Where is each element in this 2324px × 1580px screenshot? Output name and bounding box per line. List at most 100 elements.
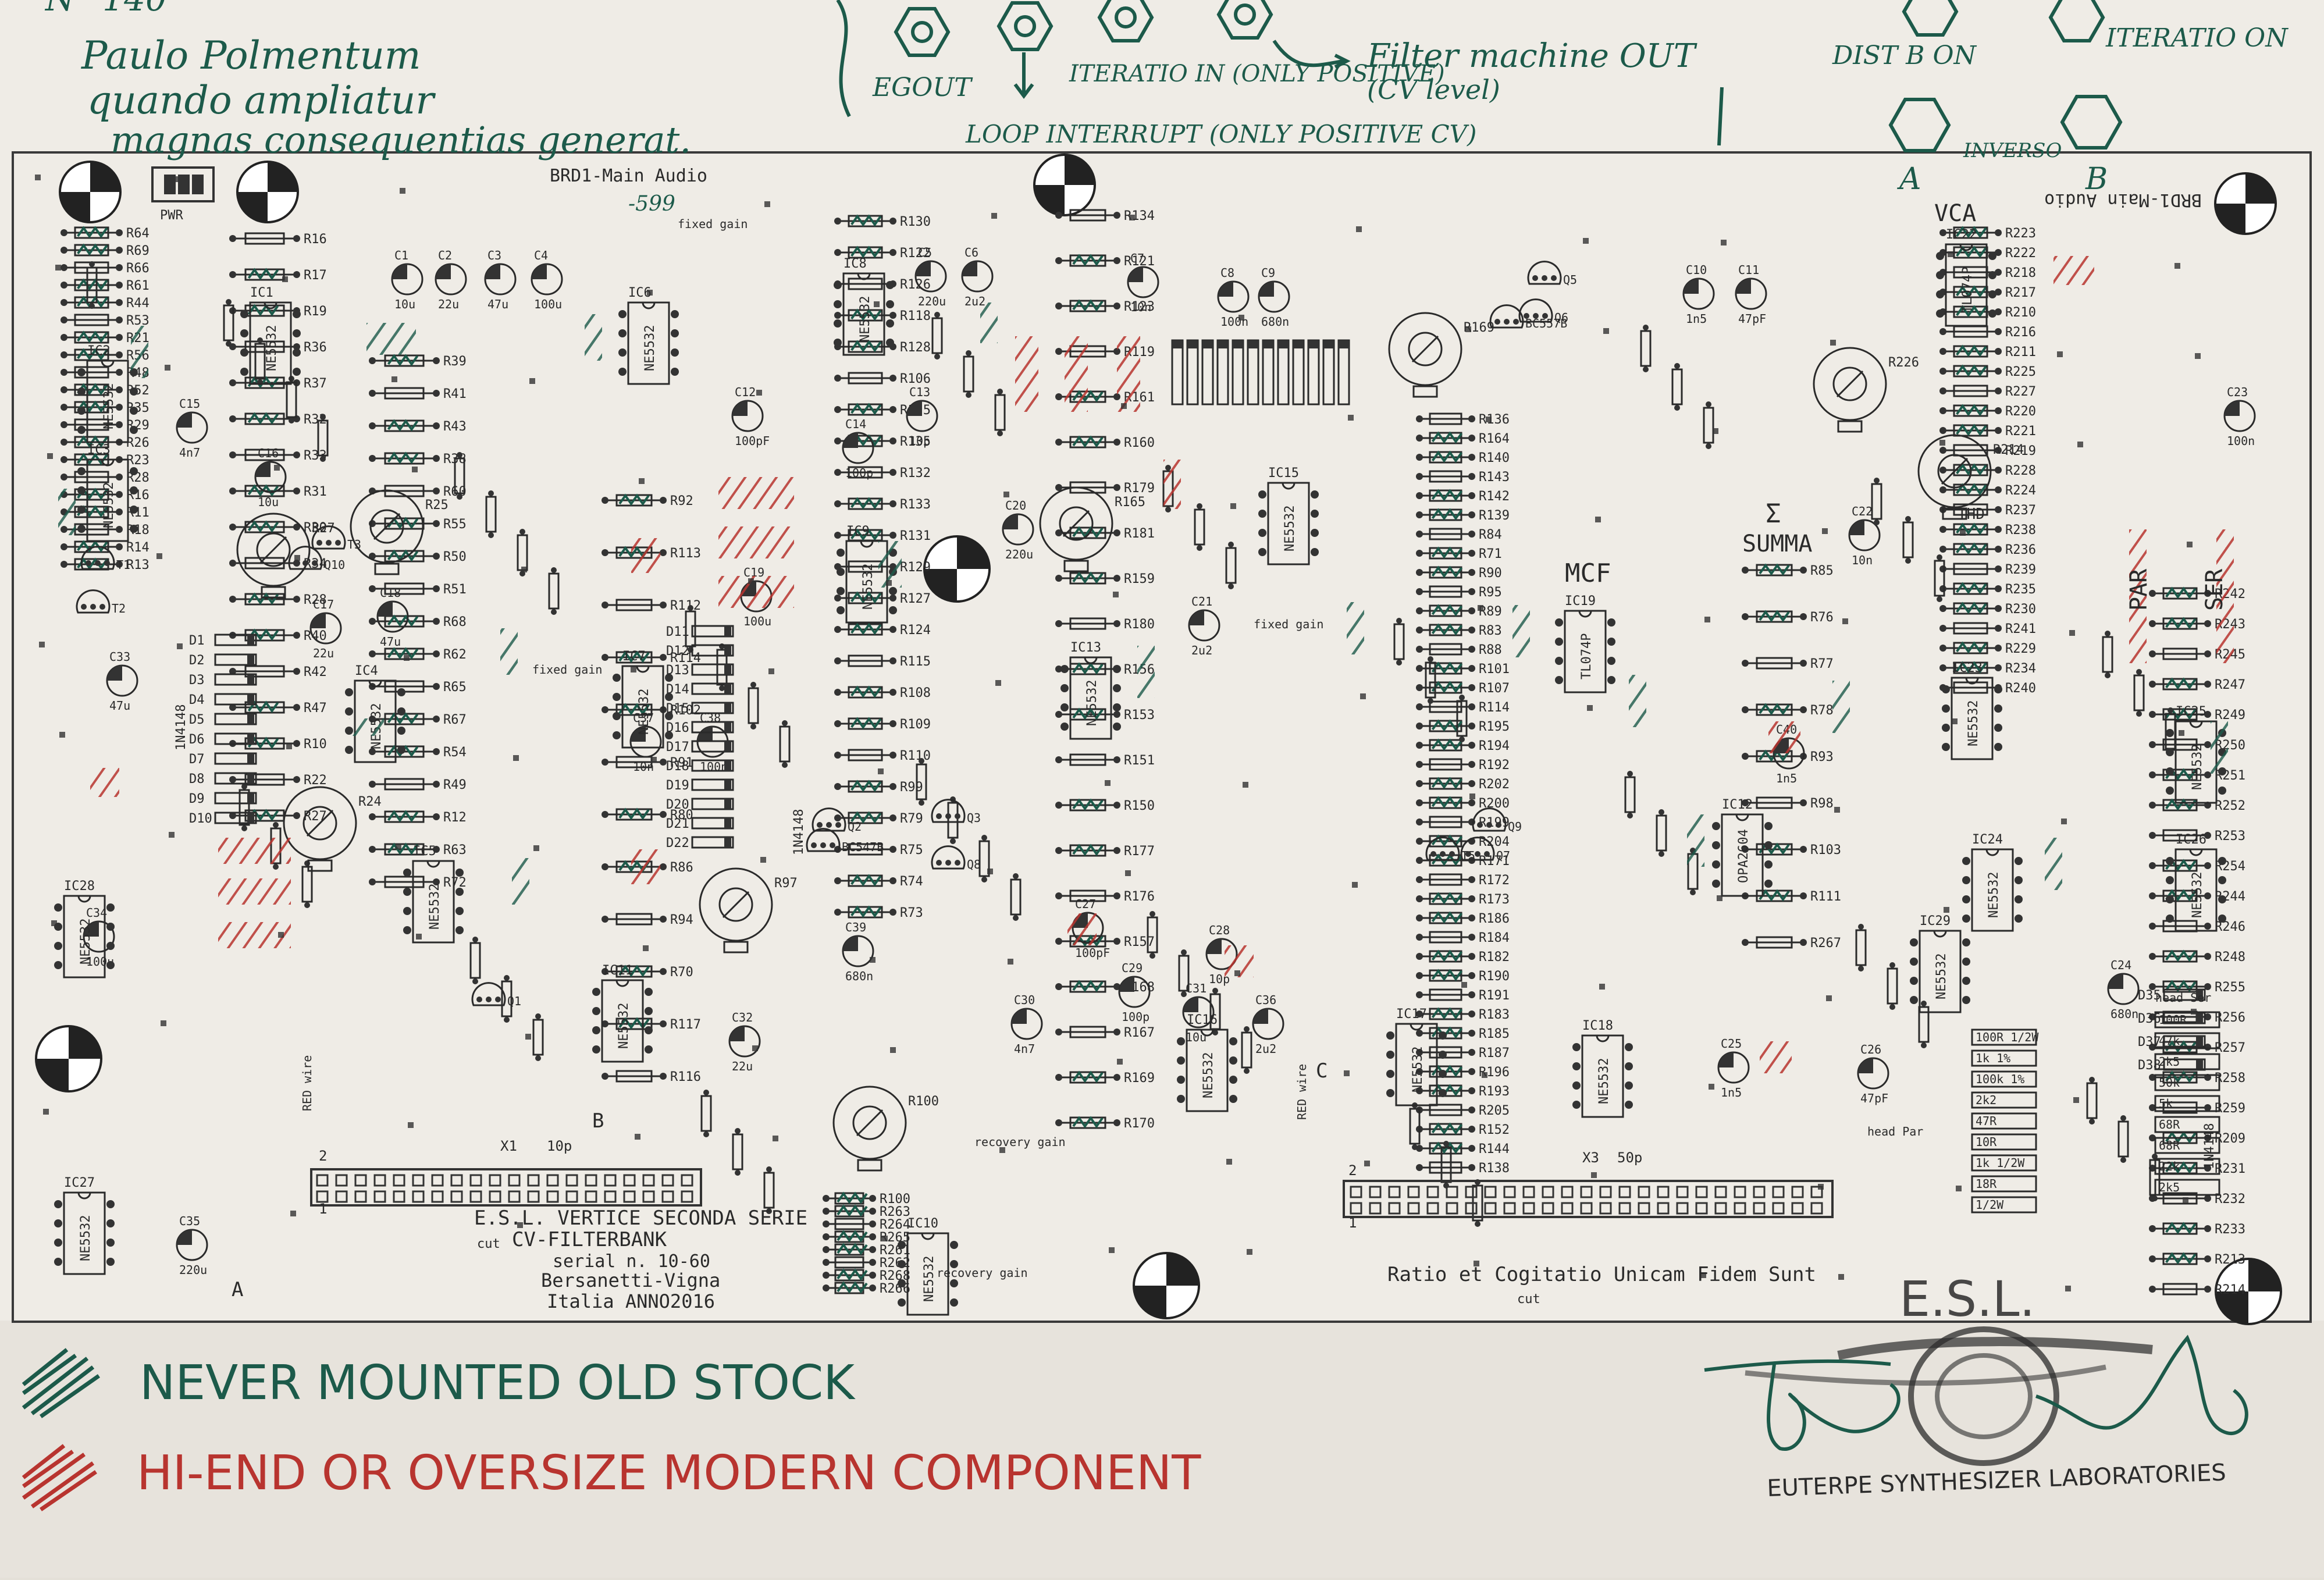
diode-d8: D8 [189,772,257,787]
ic-part-number: NE5532 [1283,506,1297,551]
transistor-label: T2 [112,602,126,615]
resistor-label: R240 [2005,681,2036,696]
ic-label: IC22 [1946,227,1977,242]
transistor-t2: T2 [76,589,126,615]
diode-1n4148-right-label: 1N4148 [2202,1123,2217,1169]
resistor-label: R214 [2215,1283,2245,1297]
capacitor-label: C25 [1721,1037,1742,1051]
resistor-label: R182 [1479,950,1510,965]
ic-part-number: NE5532 [1085,680,1099,726]
resistor-r227: R227 [1939,385,2036,399]
diode-d25 [1201,339,1214,405]
diode-d2: D2 [189,653,257,668]
diode-label: D17 [666,740,689,755]
value-tag: 1k 1% [1971,1049,2037,1067]
capacitor-label: C20 [1005,499,1026,513]
resistor-label: R100 [880,1192,910,1207]
ic-label: IC5 [413,844,436,859]
resistor-label: R221 [2005,424,2036,439]
resistor-label: R246 [2215,920,2245,934]
resistor-r259: R259 [2149,1101,2245,1116]
resistor-r181: R181 [1055,526,1155,541]
resistor-label: R43 [443,419,467,434]
resistor-label: R67 [443,713,467,727]
film-capacitor [1409,1102,1421,1150]
film-capacitor [1640,325,1652,372]
resistor-r98: R98 [1742,796,1834,811]
resistor-label: R219 [2005,444,2036,458]
resistor-r122: R122 [834,245,931,261]
film-capacitor [2133,669,2145,717]
resistor-r76: R76 [1742,610,1834,625]
resistor-r234: R234 [1939,661,2036,676]
recovery-gain-label-2: recovery gain [937,1266,1028,1280]
ic-label: IC23 [1952,661,1983,675]
resistor-r140: R140 [1416,450,1510,465]
resistor-label: R194 [1479,739,1510,753]
resistor-label: R113 [670,546,701,561]
diode-label: D12 [666,644,689,659]
resistor-label: R85 [1810,564,1834,578]
red-wire-label-1: RED wire [300,1055,314,1111]
board-id-label-mirrored: BRD1-Main Audio [2044,190,2202,210]
film-capacitor [931,312,943,360]
ic-part-number: NE5532 [617,1003,631,1049]
resistor-r103: R103 [1742,842,1841,857]
resistor-r167: R167 [1055,1026,1155,1040]
resistor-r264: R264 [823,1218,910,1232]
resistor-r116: R116 [602,1070,701,1084]
board-id-label: BRD1-Main Audio [550,166,707,186]
resistor-r88: R88 [1416,643,1502,657]
ic-part-number: NE5532 [102,482,116,528]
value-tag: 68R [2154,1137,2220,1154]
resistor-label: R124 [900,623,931,638]
trimmer-label: R24 [358,795,382,809]
resistor-label: R118 [900,309,931,323]
transistor-label: Q6 [1554,311,1568,325]
red-scribble [718,576,794,608]
resistor-r61: R61 [60,278,150,293]
capacitor-label: C24 [2111,958,2131,972]
resistor-r151: R151 [1055,753,1155,768]
film-capacitor [548,567,560,615]
capacitor-value: 10n [633,760,654,774]
red-scribble [1015,336,1038,412]
resistor-label: R176 [1124,889,1155,904]
red-scribble [2216,529,2234,663]
mounting-holes [35,154,2282,1325]
resistor-r114: R114 [602,650,701,666]
resistor-label: R11 [126,506,150,520]
egout-jack-icon [894,7,951,57]
capacitor-value: 47u [487,297,508,311]
resistor-label: R28 [126,471,150,485]
legend: NEVER MOUNTED OLD STOCK HI-END OR OVERSI… [22,1348,1201,1511]
resistor-r130: R130 [834,214,931,229]
film-capacitor [1624,771,1636,819]
ic-label: IC9 [846,524,870,539]
film-capacitor [1194,503,1205,551]
corner-label-a: A [232,1278,243,1301]
resistor-r205: R205 [1416,1104,1510,1118]
resistor-label: R52 [126,383,150,398]
resistor-label: R122 [900,246,931,261]
resistor-r77: R77 [1742,657,1834,671]
resistor-label: R50 [443,550,467,564]
resistor-r217: R217 [1939,285,2036,300]
resistor-label: R211 [2005,345,2036,360]
resistor-label: R169 [1124,1071,1155,1086]
green-scribble [349,718,384,736]
transistor-t1: T1 [80,546,130,572]
x3-cap-label: 50p [1617,1150,1642,1166]
resistor-r16: R16 [229,232,327,247]
resistor-r263: R263 [823,1204,910,1219]
resistor-label: R217 [2005,286,2036,300]
credit-line-2: CV-FILTERBANK [512,1228,667,1251]
transistor-t3: T3 [311,525,361,551]
resistor-r35: R35 [60,400,150,415]
resistor-label: R234 [2005,661,2036,676]
resistor-label: R130 [900,215,931,229]
